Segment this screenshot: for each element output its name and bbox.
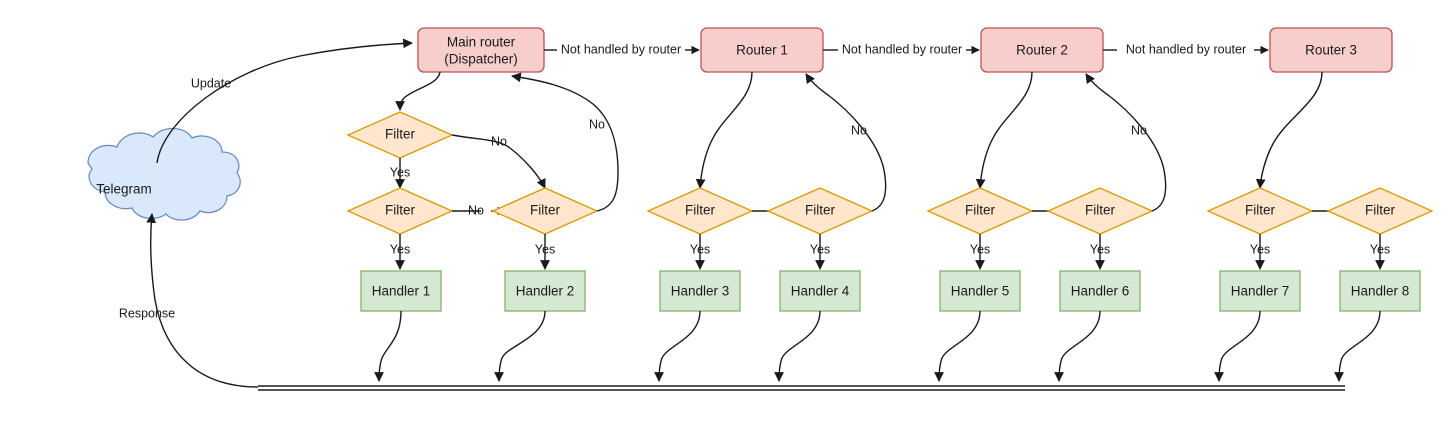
edge-filter-g-no-return: No <box>1085 73 1167 212</box>
router-2-label: Router 2 <box>1016 43 1068 58</box>
edge-label-not-handled-1: Not handled by router <box>561 42 681 56</box>
handler-7-label: Handler 7 <box>1231 284 1290 299</box>
main-router-label-line2: (Dispatcher) <box>444 52 518 67</box>
filter-a-label: Filter <box>385 127 416 142</box>
edge-label-update: Update <box>191 76 231 90</box>
edge-main-to-filter-a <box>395 71 441 111</box>
node-filter-e[interactable]: Filter <box>766 187 874 235</box>
edge-label-yes-2: Yes <box>390 242 410 256</box>
node-filter-a[interactable]: Filter <box>346 111 454 159</box>
filter-c-label: Filter <box>530 203 561 218</box>
edge-handler-8-to-bus <box>1334 310 1381 382</box>
handler-2-label: Handler 2 <box>516 284 575 299</box>
node-filter-g[interactable]: Filter <box>1046 187 1154 235</box>
edge-label-no-5: No <box>851 123 867 137</box>
edge-router-2-to-filter-f <box>975 71 1033 189</box>
edge-filter-a-yes: Yes <box>390 158 410 189</box>
response-collector-bus <box>258 385 1345 391</box>
edge-filter-g-yes: Yes <box>1090 234 1110 270</box>
edge-filter-c-no-return: No <box>511 72 619 212</box>
node-handler-7[interactable]: Handler 7 <box>1219 270 1301 312</box>
edge-label-yes-8: Yes <box>1250 242 1270 256</box>
edge-filter-a-no: No <box>451 134 546 189</box>
edge-response: Response <box>119 213 259 388</box>
edge-label-no-2: No <box>468 203 484 217</box>
edge-label-yes-5: Yes <box>810 242 830 256</box>
edge-label-yes-6: Yes <box>970 242 990 256</box>
node-main-router[interactable]: Main router (Dispatcher) <box>417 27 545 73</box>
edge-label-no-7: No <box>1131 123 1147 137</box>
edge-label-response: Response <box>119 306 175 320</box>
edge-filter-f-yes: Yes <box>970 234 990 270</box>
node-handler-1[interactable]: Handler 1 <box>360 270 442 312</box>
edge-label-yes-7: Yes <box>1090 242 1110 256</box>
filter-g-label: Filter <box>1085 203 1116 218</box>
filter-d-label: Filter <box>685 203 716 218</box>
edge-label-yes-3: Yes <box>535 242 555 256</box>
router-1-label: Router 1 <box>736 43 788 58</box>
edge-filter-d-yes: Yes <box>690 234 710 270</box>
filter-i-label: Filter <box>1365 203 1396 218</box>
node-router-2[interactable]: Router 2 <box>980 27 1104 73</box>
edge-label-not-handled-2: Not handled by router <box>842 42 962 56</box>
edge-filter-c-yes: Yes <box>535 234 555 270</box>
handler-3-label: Handler 3 <box>671 284 730 299</box>
edge-main-to-router-1: Not handled by router <box>544 42 700 56</box>
node-handler-2[interactable]: Handler 2 <box>504 270 586 312</box>
node-router-1[interactable]: Router 1 <box>700 27 824 73</box>
main-router-label-line1: Main router <box>447 35 516 50</box>
filter-h-label: Filter <box>1245 203 1276 218</box>
edge-label-yes-9: Yes <box>1370 242 1390 256</box>
edge-filter-b-yes: Yes <box>390 234 410 270</box>
edge-router-1-to-filter-d <box>695 71 753 189</box>
node-filter-b[interactable]: Filter <box>346 187 454 235</box>
edge-handler-1-to-bus <box>374 310 402 382</box>
edge-filter-e-yes: Yes <box>810 234 830 270</box>
node-router-3[interactable]: Router 3 <box>1269 27 1393 73</box>
node-handler-5[interactable]: Handler 5 <box>939 270 1021 312</box>
edge-handler-4-to-bus <box>774 310 821 382</box>
handler-8-label: Handler 8 <box>1351 284 1410 299</box>
node-filter-h[interactable]: Filter <box>1206 187 1314 235</box>
edge-label-no-1: No <box>491 134 507 148</box>
node-handler-3[interactable]: Handler 3 <box>659 270 741 312</box>
handler-6-label: Handler 6 <box>1071 284 1130 299</box>
edge-filter-e-no-return: No <box>805 73 887 212</box>
edge-label-no-3: No <box>589 117 605 131</box>
edge-filter-i-yes: Yes <box>1370 234 1390 270</box>
node-handler-8[interactable]: Handler 8 <box>1339 270 1421 312</box>
edge-handler-3-to-bus <box>654 310 701 382</box>
edge-label-yes-1: Yes <box>390 165 410 179</box>
edge-router-1-to-router-2: Not handled by router <box>823 42 980 56</box>
filter-b-label: Filter <box>385 203 416 218</box>
edge-handler-5-to-bus <box>934 310 981 382</box>
filter-e-label: Filter <box>805 203 836 218</box>
node-filter-f[interactable]: Filter <box>926 187 1034 235</box>
edge-router-3-to-filter-h <box>1255 71 1323 189</box>
filter-f-label: Filter <box>965 203 996 218</box>
edge-label-not-handled-3: Not handled by router <box>1126 42 1246 56</box>
handler-4-label: Handler 4 <box>791 284 850 299</box>
edge-label-yes-4: Yes <box>690 242 710 256</box>
node-filter-d[interactable]: Filter <box>646 187 754 235</box>
node-filter-i[interactable]: Filter <box>1326 187 1434 235</box>
edge-handler-2-to-bus <box>494 310 546 382</box>
edge-filter-h-yes: Yes <box>1250 234 1270 270</box>
handler-5-label: Handler 5 <box>951 284 1010 299</box>
telegram-cloud: Telegram <box>87 127 241 221</box>
edge-update: Update <box>156 38 413 164</box>
edge-handler-7-to-bus <box>1214 310 1261 382</box>
telegram-label: Telegram <box>96 182 152 197</box>
handler-1-label: Handler 1 <box>372 284 431 299</box>
edge-handler-6-to-bus <box>1054 310 1101 382</box>
edge-router-2-to-router-3: Not handled by router <box>1103 42 1269 56</box>
node-handler-6[interactable]: Handler 6 <box>1059 270 1141 312</box>
node-filter-c[interactable]: Filter <box>491 187 599 235</box>
node-handler-4[interactable]: Handler 4 <box>779 270 861 312</box>
router-3-label: Router 3 <box>1305 43 1357 58</box>
